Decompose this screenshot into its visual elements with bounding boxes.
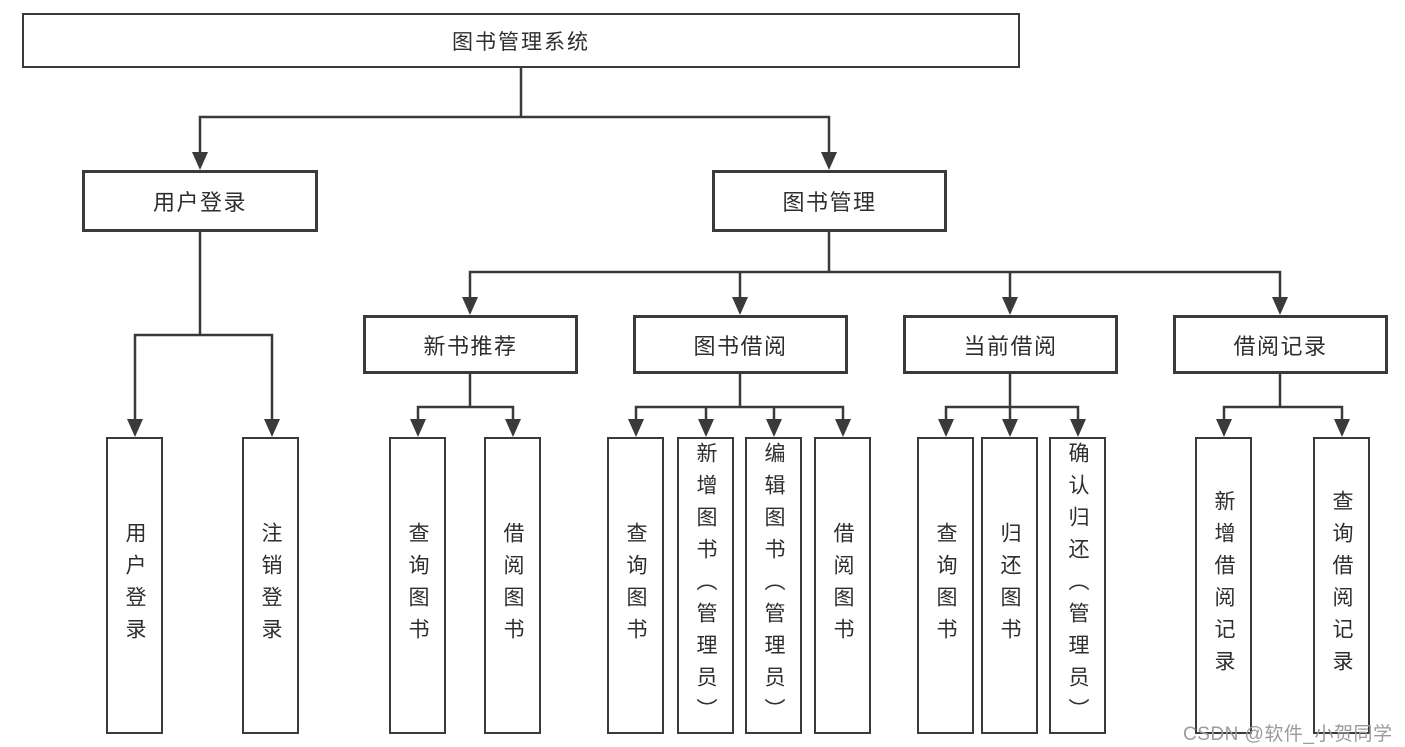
leaf-add-book-admin: 新增图书（管理员）	[677, 437, 734, 734]
watermark: CSDN @软件_小贺同学	[1183, 724, 1393, 745]
leaf-query-book-current: 查询图书	[917, 437, 974, 734]
leaf-query-book-recommend: 查询图书	[389, 437, 446, 734]
node-new-book-recommend: 新书推荐	[363, 315, 578, 374]
node-user-login: 用户登录	[82, 170, 318, 232]
leaf-logout-label: 注销登录	[259, 521, 283, 650]
node-book-management-label: 图书管理	[782, 190, 877, 215]
node-user-login-label: 用户登录	[152, 190, 247, 215]
leaf-add-book-admin-label: 新增图书（管理员）	[694, 441, 718, 730]
leaf-query-book-current-label: 查询图书	[934, 521, 958, 650]
node-borrow-records-label: 借阅记录	[1233, 333, 1328, 359]
leaf-add-borrow-record: 新增借阅记录	[1195, 437, 1252, 734]
leaf-query-book-recommend-label: 查询图书	[406, 521, 430, 650]
node-new-book-recommend-label: 新书推荐	[423, 333, 518, 359]
leaf-edit-book-admin-label: 编辑图书（管理员）	[762, 441, 786, 730]
node-root-label: 图书管理系统	[452, 30, 590, 54]
leaf-return-book: 归还图书	[981, 437, 1038, 734]
leaf-query-book-borrow-label: 查询图书	[624, 521, 648, 650]
leaf-user-login: 用户登录	[106, 437, 163, 734]
leaf-add-borrow-record-label: 新增借阅记录	[1212, 489, 1236, 682]
node-book-borrow-label: 图书借阅	[693, 333, 788, 359]
leaf-query-borrow-record-label: 查询借阅记录	[1330, 489, 1354, 682]
node-current-borrow-label: 当前借阅	[963, 333, 1058, 359]
leaf-borrow-book-recommend: 借阅图书	[484, 437, 541, 734]
leaf-return-book-label: 归还图书	[998, 521, 1022, 650]
leaf-confirm-return-admin: 确认归还（管理员）	[1049, 437, 1106, 734]
leaf-borrow-book-recommend-label: 借阅图书	[501, 521, 525, 650]
leaf-user-login-label: 用户登录	[123, 521, 147, 650]
leaf-query-borrow-record: 查询借阅记录	[1313, 437, 1370, 734]
node-book-borrow: 图书借阅	[633, 315, 848, 374]
leaf-edit-book-admin: 编辑图书（管理员）	[745, 437, 802, 734]
node-root: 图书管理系统	[22, 13, 1020, 68]
node-current-borrow: 当前借阅	[903, 315, 1118, 374]
leaf-borrow-book-label: 借阅图书	[831, 521, 855, 650]
leaf-borrow-book: 借阅图书	[814, 437, 871, 734]
leaf-query-book-borrow: 查询图书	[607, 437, 664, 734]
node-borrow-records: 借阅记录	[1173, 315, 1388, 374]
leaf-confirm-return-admin-label: 确认归还（管理员）	[1066, 441, 1090, 730]
node-book-management: 图书管理	[712, 170, 947, 232]
leaf-logout: 注销登录	[242, 437, 299, 734]
